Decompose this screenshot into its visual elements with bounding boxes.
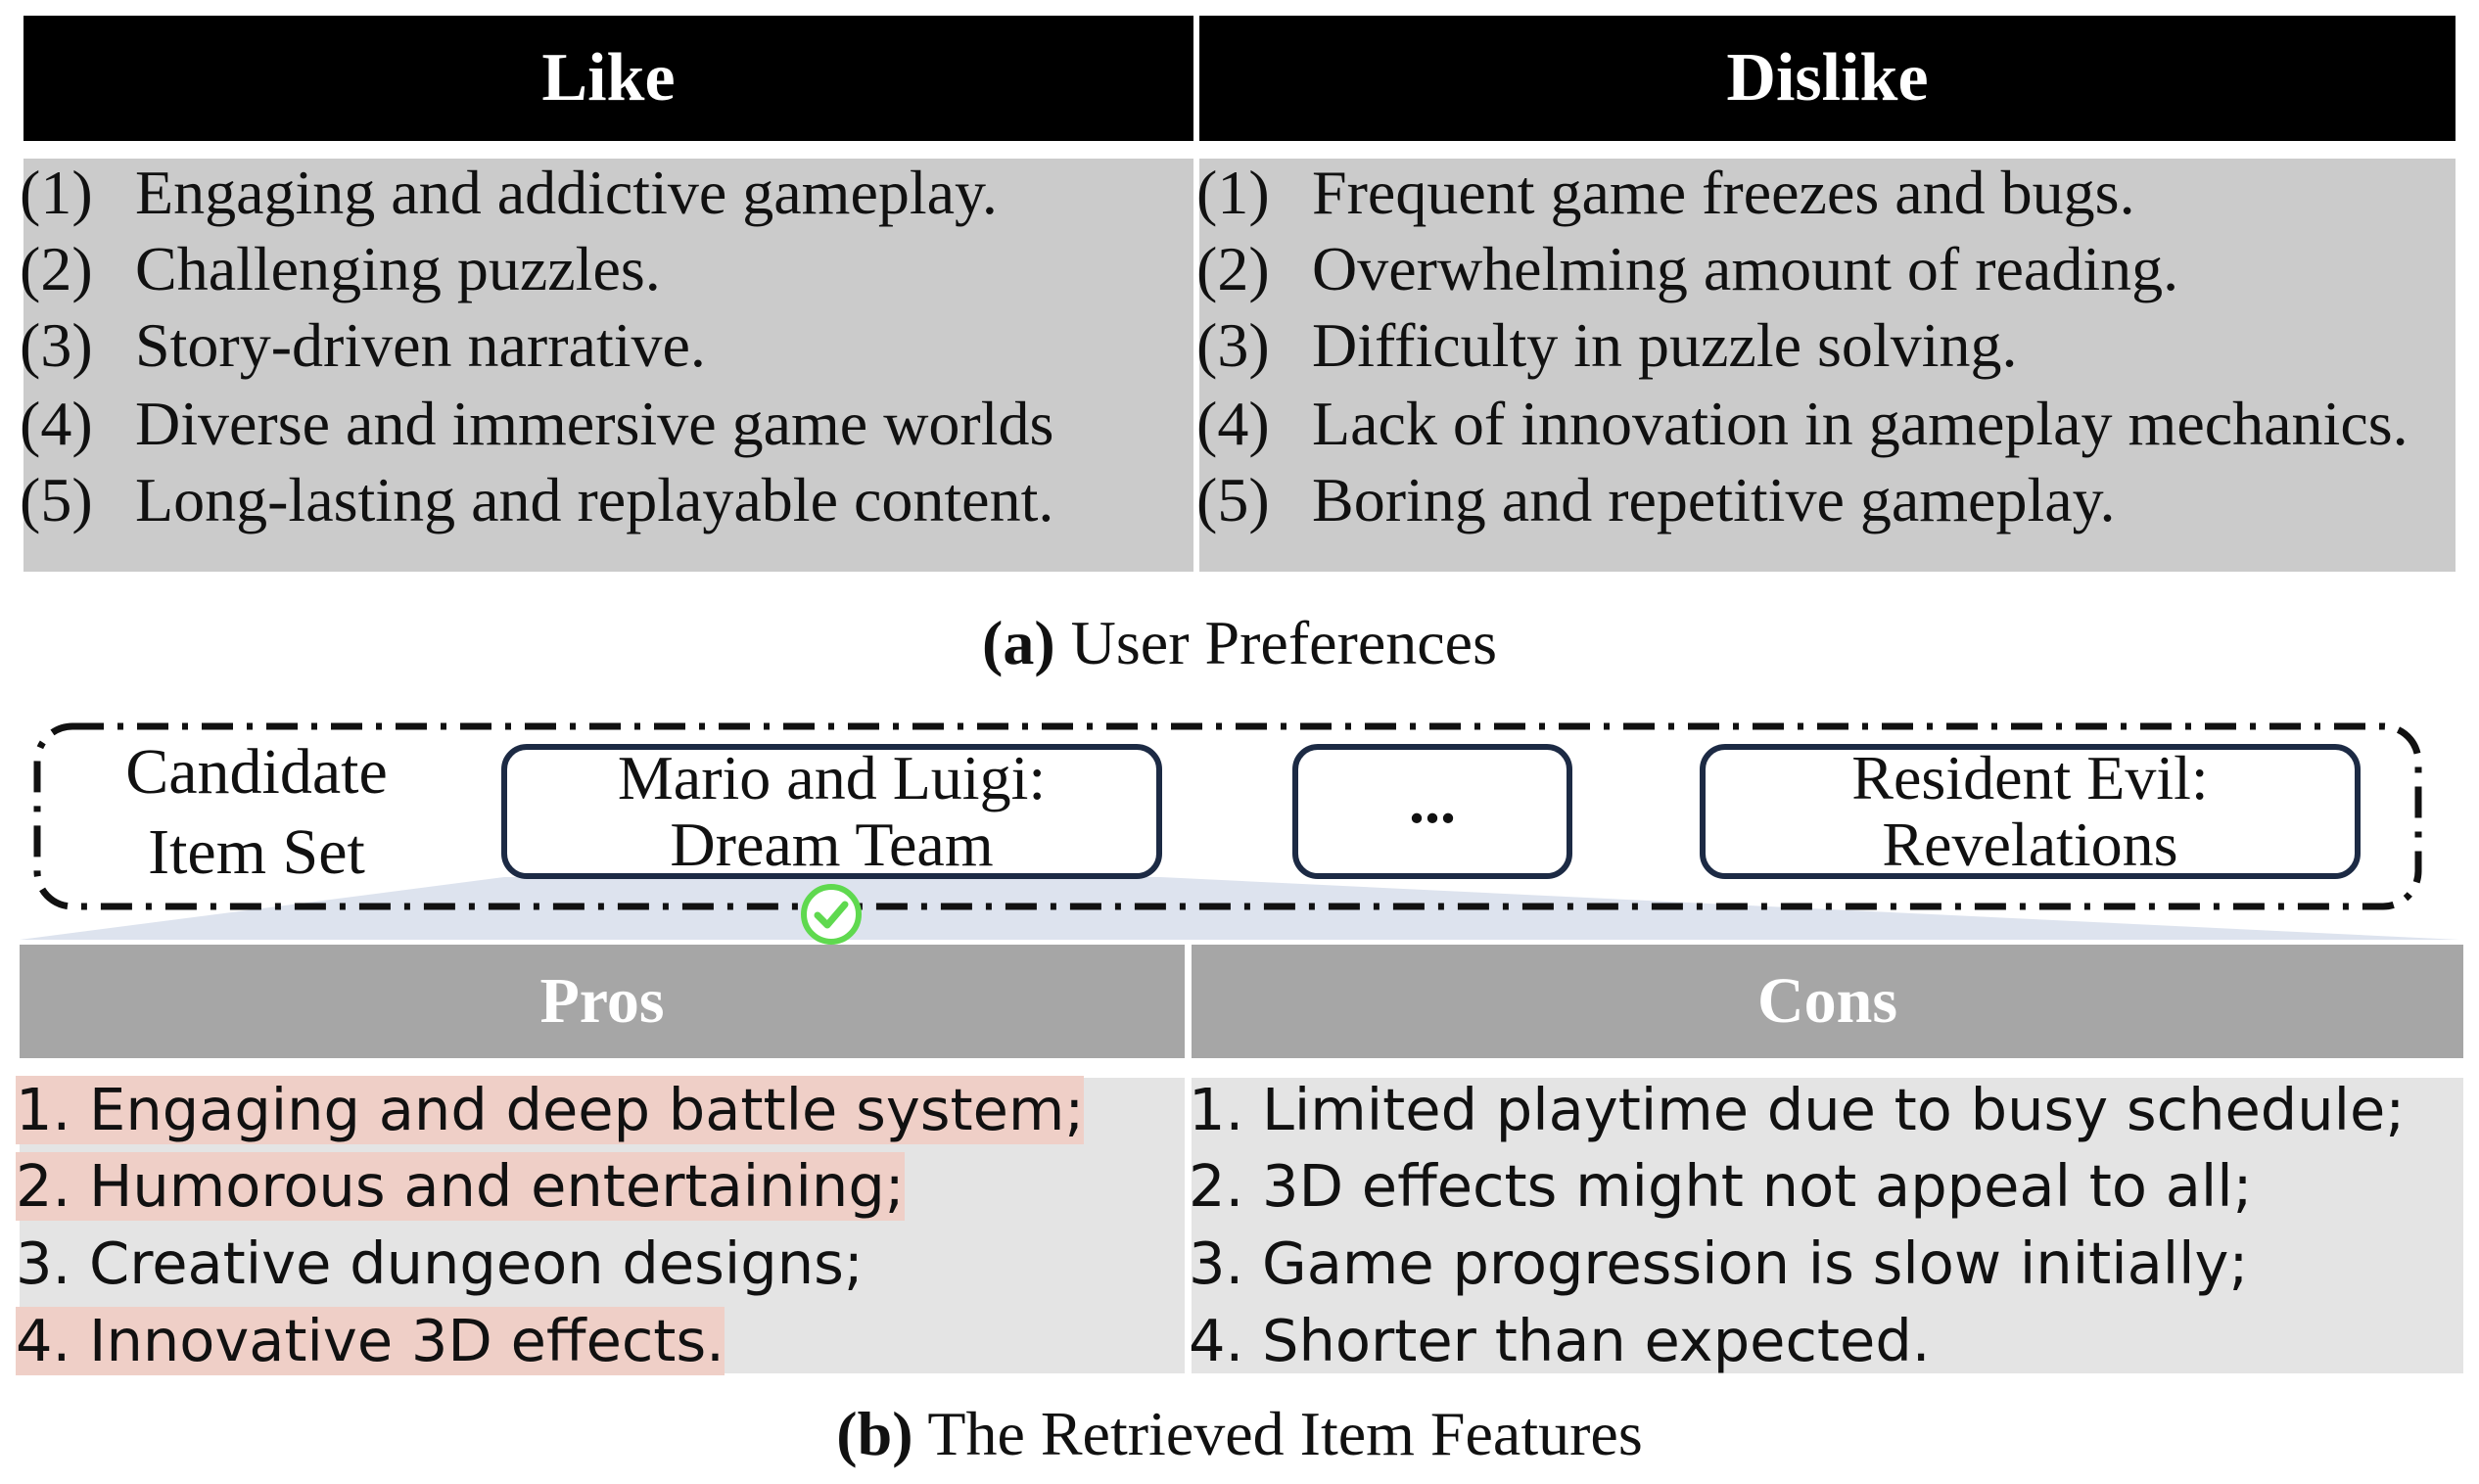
caption-label: (a) <box>982 608 1055 677</box>
caption-text: The Retrieved Item Features <box>912 1399 1643 1468</box>
item-number: (5) <box>1196 465 1270 534</box>
item-text: Engaging and addictive gameplay. <box>135 158 998 227</box>
list-item: 1. Engaging and deep battle system; <box>16 1076 1085 1144</box>
item-number: (4) <box>20 389 93 458</box>
item-title-line1: Mario and Luigi: <box>617 743 1047 812</box>
pros-header-label: Pros <box>539 965 665 1037</box>
item-text: Difficulty in puzzle solving. <box>1312 310 2018 380</box>
item-text: Long-lasting and replayable content. <box>135 465 1054 534</box>
cons-header-label: Cons <box>1756 965 1898 1037</box>
list-item: 3. Game progression is slow initially; <box>1189 1229 2248 1298</box>
candidate-item-resident-evil[interactable]: Resident Evil: Revelations <box>1700 744 2361 879</box>
cons-list <box>1192 1078 2463 1373</box>
item-text: Challenging puzzles. <box>135 234 661 303</box>
cons-item-text: 1. Limited playtime due to busy schedule… <box>1189 1076 2406 1143</box>
item-number: (3) <box>20 310 93 380</box>
list-item: 4. Shorter than expected. <box>1189 1307 1931 1375</box>
caption-text: User Preferences <box>1054 608 1497 677</box>
item-text: Overwhelming amount of reading. <box>1312 234 2179 303</box>
dislike-header: Dislike <box>1199 16 2456 141</box>
item-text: Diverse and immersive game worlds <box>135 389 1054 458</box>
like-header: Like <box>23 16 1193 141</box>
item-text: Lack of innovation in gameplay mechanics… <box>1312 389 2409 458</box>
cons-item-text: 4. Shorter than expected. <box>1189 1307 1931 1374</box>
candidate-set-label: Candidate Item Set <box>90 732 423 893</box>
item-number: (5) <box>20 465 93 534</box>
pros-item-text: 3. Creative dungeon designs; <box>16 1229 864 1297</box>
caption-user-preferences: (a) User Preferences <box>0 607 2479 679</box>
dislike-header-label: Dislike <box>1726 40 1929 116</box>
candidate-item-more[interactable]: ... <box>1292 744 1572 879</box>
list-item: 1. Limited playtime due to busy schedule… <box>1189 1076 2405 1144</box>
item-text: Boring and repetitive gameplay. <box>1312 465 2116 534</box>
pros-item-text: 1. Engaging and deep battle system; <box>16 1076 1085 1143</box>
cons-items: 1. Limited playtime due to busy schedule… <box>1189 1076 2461 1379</box>
pros-item-text: 4. Innovative 3D effects. <box>16 1307 725 1374</box>
like-list <box>23 159 1193 572</box>
item-number: (1) <box>20 158 93 227</box>
item-number: (4) <box>1196 389 1270 458</box>
candidate-label-line2: Item Set <box>148 816 365 888</box>
dislike-list <box>1199 159 2456 572</box>
funnel-shape <box>20 877 2459 940</box>
item-number: (1) <box>1196 158 1270 227</box>
like-header-label: Like <box>541 40 676 116</box>
item-text: Story-driven narrative. <box>135 310 706 380</box>
list-item: 3. Creative dungeon designs; <box>16 1229 864 1298</box>
like-items: (1) Engaging and addictive gameplay. (2)… <box>20 155 1194 546</box>
pros-item-text: 2. Humorous and entertaining; <box>16 1152 905 1220</box>
item-title-line2: Revelations <box>1882 810 2178 879</box>
caption-label: (b) <box>836 1399 913 1468</box>
cons-item-text: 3. Game progression is slow initially; <box>1189 1229 2249 1297</box>
dislike-items: (1) Frequent game freezes and bugs. (2) … <box>1196 155 2459 546</box>
caption-item-features: (b) The Retrieved Item Features <box>0 1398 2479 1470</box>
ellipsis-label: ... <box>1409 766 1456 836</box>
cons-item-text: 2. 3D effects might not appeal to all; <box>1189 1152 2253 1220</box>
check-circle-icon <box>801 884 862 945</box>
list-item: 2. Humorous and entertaining; <box>16 1152 905 1221</box>
list-item: 2. 3D effects might not appeal to all; <box>1189 1152 2253 1221</box>
item-text: Frequent game freezes and bugs. <box>1312 158 2135 227</box>
candidate-set-border <box>33 722 2422 910</box>
candidate-item-mario[interactable]: Mario and Luigi: Dream Team <box>501 744 1162 879</box>
item-title-line1: Resident Evil: <box>1851 743 2209 812</box>
pros-items: 1. Engaging and deep battle system; 2. H… <box>16 1076 1186 1379</box>
item-number: (2) <box>20 234 93 303</box>
list-item: 4. Innovative 3D effects. <box>16 1307 725 1375</box>
pros-header: Pros <box>20 945 1185 1058</box>
cons-header: Cons <box>1192 945 2463 1058</box>
item-number: (2) <box>1196 234 1270 303</box>
item-number: (3) <box>1196 310 1270 380</box>
candidate-label-line1: Candidate <box>125 736 388 808</box>
item-title-line2: Dream Team <box>670 810 994 879</box>
